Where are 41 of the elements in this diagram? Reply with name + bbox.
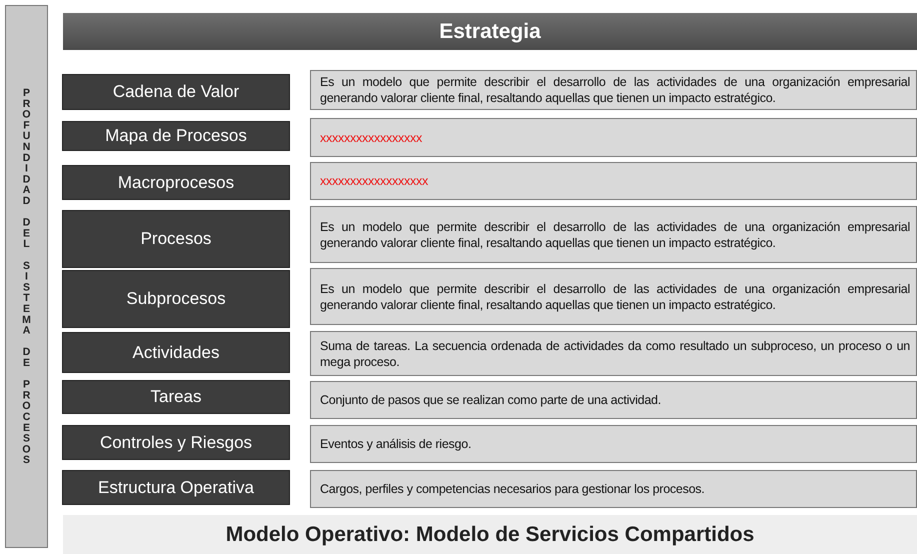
term-box bbox=[62, 470, 290, 505]
description-box bbox=[310, 381, 917, 419]
description-text: Es un modelo que permite describir el desarrollo de las actividades de una organización empresarial generando valorar cliente final, resaltando aquellas que tienen un impacto estratégico. bbox=[320, 280, 910, 312]
description-box bbox=[310, 425, 917, 463]
term-label: Macroprocesos bbox=[118, 172, 234, 192]
term-label: Tareas bbox=[150, 387, 202, 407]
description-box bbox=[310, 331, 917, 376]
description-box bbox=[310, 206, 917, 263]
description-text: Eventos y análisis de riesgo. bbox=[320, 436, 472, 452]
term-box bbox=[62, 165, 290, 200]
description-box bbox=[310, 268, 917, 325]
term-box bbox=[62, 210, 290, 268]
description-text: Es un modelo que permite describir el desarrollo de las actividades de una organización empresarial generando valorar cliente final, resaltando aquellas que tienen un impacto estratégico. bbox=[320, 74, 910, 106]
description-text: xxxxxxxxxxxxxxxxxx bbox=[320, 173, 428, 189]
description-text: xxxxxxxxxxxxxxxxx bbox=[320, 130, 422, 146]
term-box bbox=[62, 425, 290, 460]
term-label: Mapa de Procesos bbox=[105, 126, 247, 146]
term-label: Controles y Riesgos bbox=[100, 432, 252, 452]
term-label: Cadena de Valor bbox=[112, 82, 240, 102]
vertical-side-band bbox=[5, 5, 48, 548]
vertical-label: PROFUNDIDAD DEL SISTEMA DE PROCESOS bbox=[20, 87, 32, 466]
description-box bbox=[310, 162, 917, 200]
description-box bbox=[310, 118, 917, 157]
band-title: Modelo Operativo: Modelo de Servicios Compartidos bbox=[226, 522, 754, 546]
term-box bbox=[62, 332, 290, 373]
term-box bbox=[62, 380, 290, 414]
header-band bbox=[63, 13, 917, 50]
term-label: Estructura Operativa bbox=[98, 478, 254, 498]
description-box bbox=[310, 470, 917, 508]
term-box bbox=[62, 121, 290, 151]
description-text: Cargos, perfiles y competencias necesarios para gestionar los procesos. bbox=[320, 481, 705, 497]
description-text: Conjunto de pasos que se realizan como parte de una actividad. bbox=[320, 392, 661, 408]
description-box bbox=[310, 70, 917, 110]
band-title: Estrategia bbox=[439, 20, 541, 44]
term-box bbox=[62, 270, 290, 328]
term-label: Procesos bbox=[140, 229, 212, 249]
description-text: Suma de tareas. La secuencia ordenada de actividades da como resultado un subproceso, un proceso o un mega proceso. bbox=[320, 338, 910, 370]
term-box bbox=[62, 74, 290, 110]
term-label: Actividades bbox=[132, 342, 220, 362]
description-text: Es un modelo que permite describir el desarrollo de las actividades de una organización empresarial generando valorar cliente final, resaltando aquellas que tienen un impacto estratégico. bbox=[320, 218, 910, 250]
term-label: Subprocesos bbox=[126, 289, 226, 309]
